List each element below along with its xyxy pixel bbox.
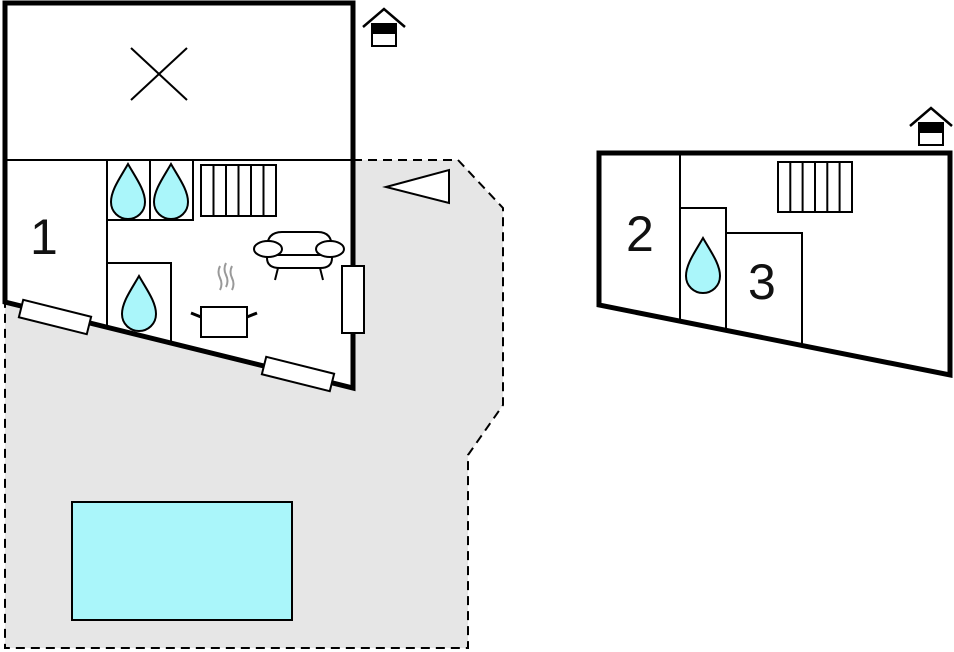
stairs-icon — [200, 164, 277, 217]
stairs-icon — [777, 161, 853, 213]
kitchen-pot-icon — [190, 262, 258, 338]
room-label: 2 — [626, 206, 654, 262]
window-icon — [260, 355, 336, 393]
house-entrance-icon — [908, 106, 954, 147]
window-icon — [17, 298, 93, 336]
window-icon — [341, 265, 365, 334]
house-entrance-icon — [361, 7, 407, 48]
upper-floor: 2 3 — [596, 150, 953, 379]
pool-icon — [71, 501, 293, 621]
north-arrow-icon — [382, 168, 450, 205]
ground-floor: 1 — [2, 0, 365, 393]
sofa-icon — [253, 231, 345, 281]
room-label: 1 — [30, 209, 58, 265]
room-label: 3 — [748, 254, 776, 310]
closed-room-x-icon — [130, 47, 188, 101]
